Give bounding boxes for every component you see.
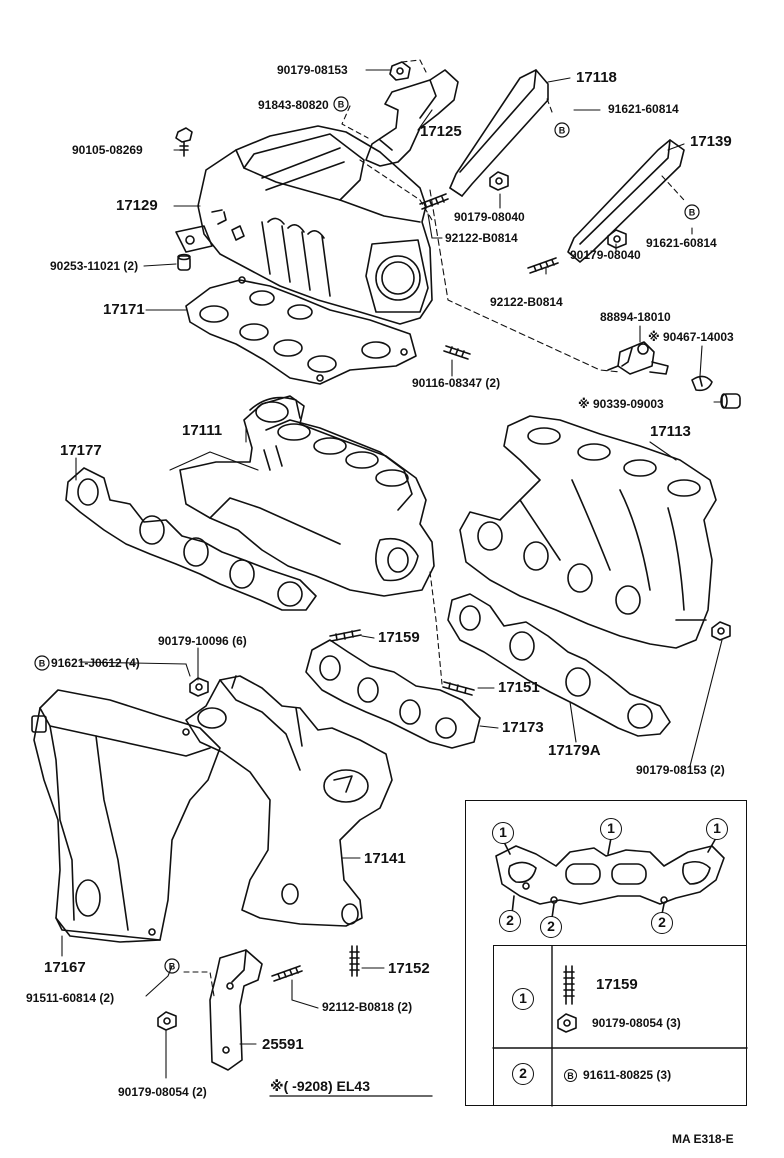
stud-92122-b [527,257,559,274]
label-17129: 17129 [116,197,158,214]
bracket-17139 [567,139,685,263]
label-91621-J0612: 91621-J0612 (4) [51,656,140,670]
nut-08040-a [489,171,509,191]
nut-08153-b [711,621,731,641]
manifold-17113 [459,415,717,649]
leader-lines [61,59,723,1079]
bracket-17125 [365,69,459,167]
stud-17159 [329,629,362,642]
stud-17152 [349,945,360,977]
bracket-17118 [449,69,549,197]
label-90179-10096: 90179-10096 (6) [158,634,247,648]
label-17179A: 17179A [548,742,601,759]
label-17152: 17152 [388,960,430,977]
label-90179-08054-b: 90179-08054 (2) [118,1085,207,1099]
legend-row2-part: B 91611-80825 (3) [562,1068,672,1083]
manifold-17141 [185,675,393,927]
label-90179-08040-b: 90179-08040 [570,248,641,262]
label-17171: 17171 [103,301,145,318]
bracket-25591 [209,949,263,1071]
label-90116-08347: 90116-08347 (2) [412,376,501,390]
legend-circle-2b: 2 [540,916,562,938]
label-90253-11021: 90253-11021 (2) [50,259,139,273]
label-25591: 25591 [262,1036,304,1053]
label-17167: 17167 [44,959,86,976]
label-footnote: ※( -9208) EL43 [270,1078,370,1094]
legend-row1-part-a: 17159 [596,976,638,993]
label-17125: 17125 [420,123,462,140]
bolt-90105 [175,127,193,157]
stud-90116 [443,345,471,360]
b-mark-2: B [559,126,566,136]
label-91843-80820: 91843-80820 [258,98,329,112]
label-92112-B0818: 92112-B0818 (2) [322,1000,413,1014]
label-17113: 17113 [650,423,691,440]
label-17111: 17111 [182,422,223,439]
nut-08054 [157,1011,177,1031]
label-90179-08153-top: 90179-08153 [277,63,348,77]
label-88894-18010: 88894-18010 [600,310,671,324]
insulator-17167 [31,689,221,943]
legend-gasket [495,837,725,919]
legend-row2-part-number: 91611-80825 (3) [583,1068,672,1082]
legend-stud [563,965,575,1005]
legend-circle-2c: 2 [651,912,673,934]
label-90105-08269: 90105-08269 [72,143,143,157]
gasket-17177 [65,467,317,611]
bolt-b-icon: B [564,1069,577,1083]
manifold-17111 [179,395,435,597]
cap-90339 [720,393,741,409]
stud-17151 [442,681,475,696]
label-92122-B0814-b: 92122-B0814 [490,295,563,309]
label-90179-08040-a: 90179-08040 [454,210,525,224]
label-17151: 17151 [498,679,540,696]
gasket-17171 [185,276,417,385]
label-91621-60814-b: 91621-60814 [646,236,717,250]
bolt-b-marks [34,96,700,974]
nut-10096 [189,677,209,697]
legend-circle-1b: 1 [600,818,622,840]
nut-top [389,61,411,81]
b-mark-4: B [39,659,46,669]
plenum-17129 [175,125,433,325]
label-90339-09003: ※ 90339-09003 [578,397,664,411]
label-17141: 17141 [364,850,406,867]
nut-08040-b [607,229,627,249]
gasket-17179A [447,593,671,737]
spacer-90253 [177,253,191,271]
b-mark-1: B [338,100,345,110]
gasket-17173 [305,639,481,749]
legend-row-circle-2: 2 [512,1063,534,1085]
label-diagram-code: MA E318-E [672,1132,734,1146]
legend-circle-1c: 1 [706,818,728,840]
legend-circle-1a: 1 [492,822,514,844]
label-90467-14003: ※ 90467-14003 [648,330,734,344]
label-17159: 17159 [378,629,420,646]
label-90179-08153-b: 90179-08153 (2) [636,763,725,777]
label-92122-B0814-a: 92122-B0814 [445,231,518,245]
label-17139: 17139 [690,133,732,150]
legend-table [493,945,747,1106]
legend-nut [557,1013,577,1033]
legend-circle-2a: 2 [499,910,521,932]
clip-90467 [691,375,713,392]
legend-table-lines [492,945,748,1107]
legend-box [465,800,747,1106]
b-mark-5: B [169,962,176,972]
label-17177: 17177 [60,442,102,459]
legend-row1-part-b: 90179-08054 (3) [592,1016,681,1030]
valve-88894 [607,341,669,375]
legend-row-circle-1: 1 [512,988,534,1010]
label-91511-60814: 91511-60814 (2) [26,991,115,1005]
label-91621-60814-a: 91621-60814 [608,102,679,116]
label-17173: 17173 [502,719,544,736]
stud-92112 [271,965,303,982]
b-mark-3: B [689,208,696,218]
label-17118: 17118 [576,69,617,86]
